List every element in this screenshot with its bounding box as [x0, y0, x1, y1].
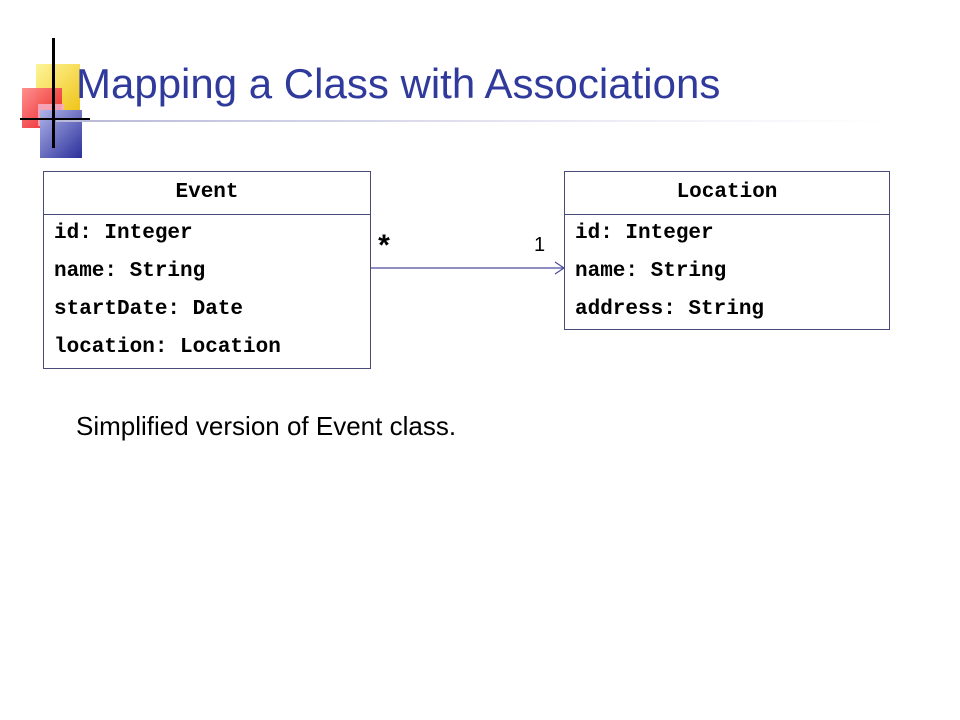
slide-title: Mapping a Class with Associations: [76, 60, 721, 107]
multiplicity-one: 1: [534, 234, 546, 256]
multiplicity-many: *: [375, 232, 394, 266]
association-arrowhead: [554, 261, 566, 275]
logo-horizontal-line: [20, 118, 90, 120]
slide-logo: [0, 0, 100, 170]
attribute: location: Location: [54, 336, 281, 359]
class-name-location: Location: [565, 172, 889, 215]
class-name-event: Event: [44, 172, 370, 215]
attribute-list-event: id: Integer name: String startDate: Date…: [44, 215, 370, 367]
attribute: startDate: Date: [54, 298, 244, 321]
attribute: name: String: [575, 260, 727, 283]
slide-caption: Simplified version of Event class.: [76, 411, 457, 441]
logo-vertical-line: [52, 38, 55, 148]
uml-class-event: Event id: Integer name: String startDate…: [43, 171, 371, 369]
attribute: address: String: [575, 298, 765, 321]
attribute: name: String: [54, 260, 206, 283]
attribute: id: Integer: [575, 222, 714, 245]
title-underline: [56, 120, 886, 122]
attribute-list-location: id: Integer name: String address: String: [565, 215, 889, 329]
attribute: id: Integer: [54, 222, 193, 245]
uml-class-location: Location id: Integer name: String addres…: [564, 171, 890, 330]
